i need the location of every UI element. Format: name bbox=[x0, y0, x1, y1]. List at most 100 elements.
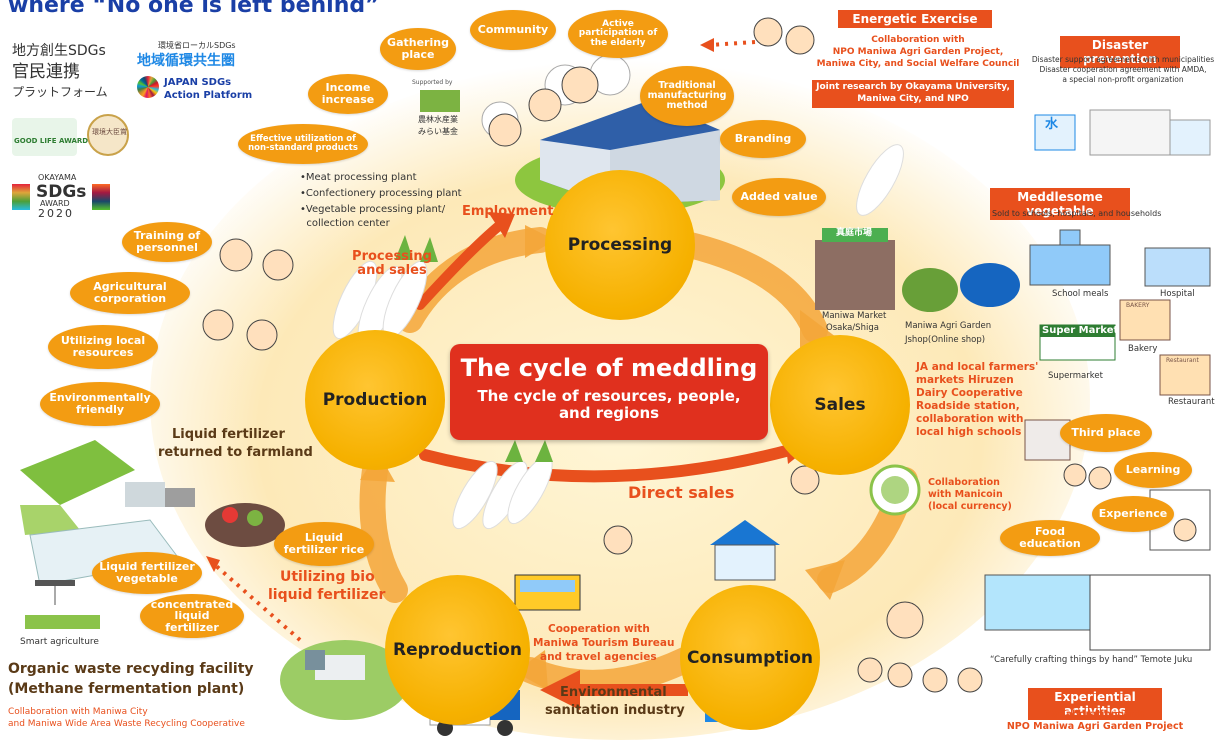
restaurant-sign: Restaurant bbox=[1166, 357, 1199, 364]
disaster-header: Disaster prevention bbox=[1060, 36, 1180, 68]
market-sign: 真庭市場 bbox=[836, 228, 873, 238]
joint-research-line2: Maniwa City, and NPO bbox=[857, 94, 969, 104]
waste-collab2: and Maniwa Wide Area Waste Recycling Coo… bbox=[8, 719, 245, 729]
sales-partner-4: Roadside station, bbox=[916, 400, 1020, 412]
experiential-line1: Collaboration with bbox=[1045, 709, 1145, 720]
page-title: where “No one is left behind” bbox=[8, 0, 380, 18]
env-line1: Environmental bbox=[560, 685, 667, 700]
center-subtitle: The cycle of resources, people, and regi… bbox=[477, 387, 741, 422]
sdgs-label: SDGs bbox=[36, 182, 87, 202]
pill-local-resources: Utilizing local resources bbox=[48, 325, 158, 369]
pill-gathering-place: Gathering place bbox=[380, 28, 456, 70]
smart-agriculture-label: Smart agriculture bbox=[20, 637, 99, 647]
waste-line1: Organic waste recyding facility bbox=[8, 661, 254, 677]
manicoin-line3: (local currency) bbox=[928, 501, 1012, 512]
waste-line2: (Methane fermentation plant) bbox=[8, 681, 245, 697]
pill-community: Community bbox=[470, 10, 556, 50]
sdgs-wheel-icon bbox=[137, 76, 159, 98]
pill-training: Training of personnel bbox=[122, 222, 212, 262]
pill-added-value: Added value bbox=[732, 178, 826, 216]
sales-partner-3: Dairy Cooperative bbox=[916, 387, 1023, 399]
plant-item-1: •Meat processing plant bbox=[300, 172, 417, 183]
pill-traditional-method: Traditional manufacturing method bbox=[640, 66, 734, 126]
buildings-illustration bbox=[710, 228, 1211, 651]
maniwa-market-line2: Osaka/Shiga bbox=[826, 323, 879, 333]
good-life-award-logo bbox=[12, 118, 77, 156]
agri-garden-line2: Jshop(Online shop) bbox=[905, 335, 986, 345]
pill-active-participation: Active participation of the elderly bbox=[568, 10, 668, 58]
tourism-line1: Cooperation with bbox=[548, 623, 650, 635]
supermarket-sign: Super Market bbox=[1042, 325, 1119, 336]
agri-garden-line1: Maniwa Agri Garden bbox=[905, 321, 992, 331]
tourism-line3: and travel agencies bbox=[540, 651, 657, 663]
award-medal-icon bbox=[87, 114, 129, 156]
farmland-illustration bbox=[20, 440, 285, 629]
stage-reproduction: Reproduction bbox=[385, 575, 530, 725]
action-platform-label: Action Platform bbox=[164, 90, 253, 101]
year-label: 2020 bbox=[38, 207, 74, 220]
fund-label-1: 農林水産業 bbox=[418, 115, 458, 124]
pill-liquid-veg: Liquid fertilizer vegetable bbox=[92, 552, 202, 594]
liquid-fertilizer-line1: Liquid fertilizer bbox=[172, 427, 285, 442]
school-meals-label: School meals bbox=[1052, 289, 1109, 299]
center-title: The cycle of meddling bbox=[460, 354, 758, 382]
pill-experience: Experience bbox=[1092, 496, 1174, 532]
sales-partner-2: markets Hiruzen bbox=[916, 374, 1014, 386]
sales-partner-1: JA and local farmers' bbox=[916, 361, 1039, 373]
pill-effective-utilization: Effective utilization of non-standard pr… bbox=[238, 124, 368, 164]
pill-env-friendly: Environmentally friendly bbox=[40, 382, 160, 426]
hospital-label: Hospital bbox=[1160, 289, 1195, 299]
fund-label-2: みらい基金 bbox=[418, 127, 458, 136]
pill-learning: Learning bbox=[1114, 452, 1192, 488]
meddlesome-header: Meddlesome vegetable bbox=[990, 188, 1130, 220]
pill-income-increase: Income increase bbox=[308, 74, 388, 114]
env-line2: sanitation industry bbox=[545, 703, 685, 718]
moe-logo-title: 地域循環共生圏 bbox=[137, 53, 235, 69]
temote-caption: “Carefully crafting things by hand” Temo… bbox=[990, 655, 1193, 665]
sales-partner-5: collaboration with bbox=[916, 413, 1024, 425]
waste-facility-illustration bbox=[280, 640, 410, 720]
maniwa-market-line1: Maniwa Market bbox=[822, 311, 887, 321]
fund-logo bbox=[420, 90, 460, 112]
meddlesome-sub: Sold to schools, hospitals, and househol… bbox=[992, 209, 1162, 218]
experiential-header: Experiential activities bbox=[1028, 688, 1162, 720]
pill-agri-corp: Agricultural corporation bbox=[70, 272, 190, 314]
joint-research-box bbox=[812, 80, 1014, 108]
platform-logo-line2: 官民連携 bbox=[12, 62, 80, 82]
restaurant-label: Restaurant bbox=[1168, 397, 1215, 407]
pill-liquid-rice: Liquid fertilizer rice bbox=[274, 522, 374, 566]
tourism-line2: Maniwa Tourism Bureau bbox=[533, 637, 675, 649]
exercise-line1: Collaboration with bbox=[871, 35, 965, 45]
pill-concentrated: concentrated liquid fertilizer bbox=[140, 594, 244, 638]
sdgs-color-bar-right bbox=[92, 184, 110, 210]
disaster-line2: Disaster cooperation agreement with AMDA… bbox=[1039, 65, 1207, 74]
plant-item-4: collection center bbox=[300, 218, 390, 229]
experiential-line2: NPO Maniwa Agri Garden Project bbox=[1006, 721, 1184, 732]
japan-sdgs-label: JAPAN SDGs bbox=[164, 77, 232, 88]
disaster-line3: a special non-profit organization bbox=[1062, 75, 1184, 84]
sdgs-color-bar-left bbox=[12, 184, 30, 210]
stage-consumption: Consumption bbox=[680, 585, 820, 730]
stage-production: Production bbox=[305, 330, 445, 470]
bio-line1: Utilizing bio bbox=[280, 569, 375, 585]
okayama-label: OKAYAMA bbox=[38, 173, 77, 182]
processing-sales-label: Processing and sales bbox=[352, 249, 432, 279]
joint-research-line1: Joint research by Okayama University, bbox=[816, 82, 1010, 92]
bakery-sign: BAKERY bbox=[1126, 302, 1150, 309]
platform-logo-line1: 地方創生SDGs bbox=[12, 43, 106, 59]
water-tank-label: 水 bbox=[1045, 117, 1059, 132]
stage-processing: Processing bbox=[545, 170, 695, 320]
manicoin-line1: Collaboration bbox=[928, 477, 1000, 488]
award-label: AWARD bbox=[40, 199, 70, 208]
manicoin-line2: with Manicoin bbox=[928, 489, 1003, 500]
people-illustration bbox=[202, 17, 1197, 693]
waste-collab1: Collaboration with Maniwa City bbox=[8, 707, 148, 717]
bakery-label: Bakery bbox=[1128, 344, 1158, 354]
pill-food-education: Food education bbox=[1000, 520, 1100, 556]
direct-sales-label: Direct sales bbox=[628, 483, 735, 502]
stage-sales: Sales bbox=[770, 335, 910, 475]
bio-line2: liquid fertilizer bbox=[268, 587, 386, 603]
supported-by-label: Supported by bbox=[412, 79, 453, 86]
exercise-line2: NPO Maniwa Agri Garden Project, bbox=[832, 47, 1004, 57]
